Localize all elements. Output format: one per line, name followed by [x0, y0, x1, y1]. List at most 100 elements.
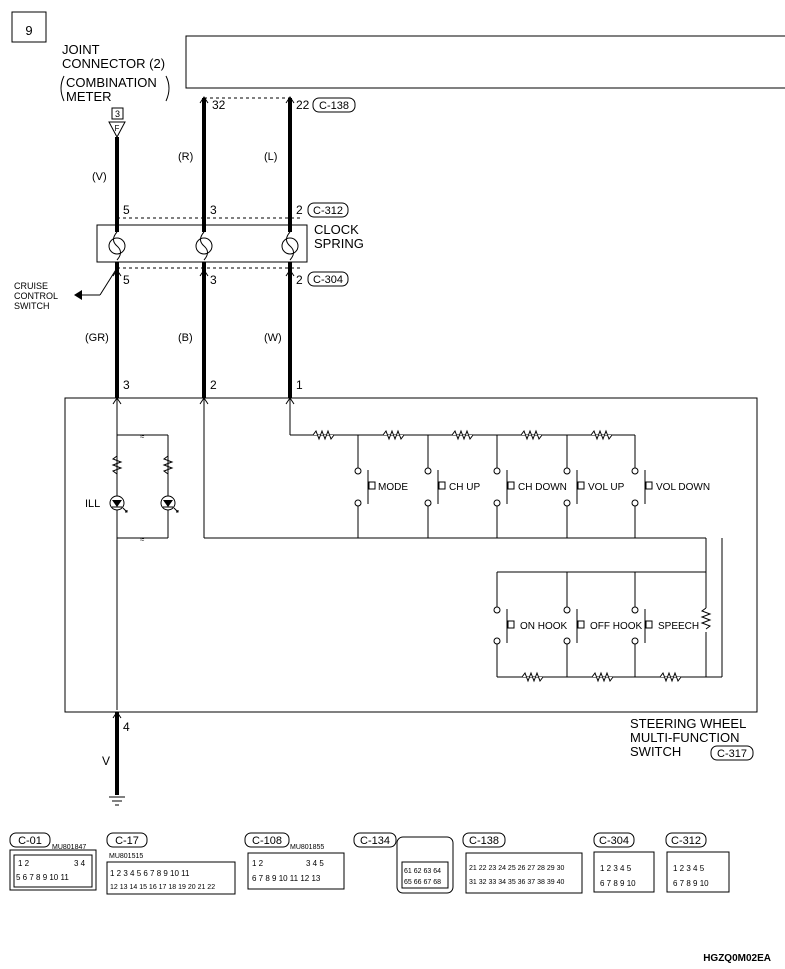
combination-meter-box — [185, 35, 785, 89]
r-speech — [700, 607, 712, 630]
steering-switch-box — [64, 397, 758, 713]
switch-mode: MODE — [378, 482, 408, 493]
c317-label: C-317 — [717, 748, 747, 760]
label-cruise: CRUISE — [14, 281, 48, 291]
ill-led-2-diode — [163, 500, 173, 507]
legend-c138-tag — [462, 832, 506, 848]
paren-right — [165, 75, 170, 102]
r-speech-rail — [659, 671, 682, 683]
legend-c01-row1a: 1 2 — [18, 859, 30, 868]
legend-c312-row2: 6 7 8 9 10 — [673, 879, 709, 888]
wire-color-v-bottom: V — [102, 754, 110, 768]
c138-label: C-138 — [319, 100, 349, 112]
switch-on-hook: ON HOOK — [520, 621, 568, 632]
legend-c17-row1: 1 2 3 4 5 6 7 8 9 10 11 — [110, 869, 190, 878]
c304-label: C-304 — [313, 274, 343, 286]
legend-c01-tag — [9, 832, 51, 848]
legend-c134-body — [396, 836, 454, 894]
sw-pin-4: 4 — [123, 720, 130, 734]
onhook-contact-bot — [493, 637, 501, 645]
arrow-r-top — [199, 96, 209, 104]
spring-coil-2 — [281, 237, 299, 255]
legend-c17-row2: 12 13 14 15 16 17 18 19 20 21 22 — [110, 884, 215, 891]
label-ill: ILL — [85, 498, 100, 510]
sw-pin-1: 1 — [296, 378, 303, 392]
spring-coil-3 — [195, 237, 213, 255]
offhook-contact-bot — [563, 637, 571, 645]
wire-color-r: (R) — [178, 151, 193, 163]
legend-c108-row1a: 1 2 — [252, 859, 264, 868]
legend-c134-row2: 65 66 67 68 — [404, 879, 441, 886]
legend-c312-name: C-312 — [671, 835, 701, 847]
speech-contact-top — [631, 606, 639, 614]
chdown-contact-top — [493, 467, 501, 475]
c317-tag — [710, 745, 754, 761]
legend-c17-tag — [106, 832, 148, 848]
legend-c134-row1: 61 62 63 64 — [404, 868, 441, 875]
legend-c108-body — [247, 852, 345, 890]
legend-c304-row2: 6 7 8 9 10 — [600, 879, 636, 888]
legend-c17-part: MU801515 — [109, 853, 143, 860]
switch-columns — [354, 435, 646, 538]
ill-led-1-rays — [122, 507, 128, 513]
arrow-w-top — [285, 269, 295, 277]
switch-off-hook: OFF HOOK — [590, 621, 643, 632]
arrow-b-top — [199, 269, 209, 277]
onhook-key-box — [507, 620, 515, 629]
legend-c01-name: C-01 — [18, 835, 42, 847]
legend-c134-face — [401, 861, 449, 889]
legend-c01-body — [9, 849, 97, 891]
ground-icon — [109, 796, 125, 806]
paren-left — [60, 75, 65, 102]
chup-key-box — [438, 481, 446, 490]
connector-f-triangle — [108, 121, 126, 139]
legend-c108-part: MU801855 — [290, 844, 324, 851]
r-offhook — [591, 671, 614, 683]
arrow-gr-top — [112, 269, 122, 277]
legend-c304-row1: 1 2 3 4 5 — [600, 864, 632, 873]
cs-top-3: 3 — [210, 203, 217, 217]
ladder1-resistors — [312, 429, 613, 441]
r-mode-chup — [382, 429, 405, 441]
switch-vol-down: VOL DOWN — [656, 482, 710, 493]
spring-coil-5 — [108, 237, 126, 255]
spring-wire-2 — [286, 231, 294, 261]
legend-c138-row2: 31 32 33 34 35 36 37 38 39 40 — [469, 879, 564, 886]
chdown-key-box — [507, 481, 515, 490]
volup-key-box — [577, 481, 585, 490]
pin-box-3 — [111, 107, 124, 120]
sw-pin-3: 3 — [123, 378, 130, 392]
pin-22: 22 — [296, 98, 310, 112]
chdown-contact-bot — [493, 499, 501, 507]
label-connector-2: CONNECTOR (2) — [62, 56, 165, 71]
voldown-contact-bot — [631, 499, 639, 507]
mode-contact-top — [354, 467, 362, 475]
diagram-code: HGZQ0M02EA — [703, 953, 771, 964]
legend-c138-row1: 21 22 23 24 25 26 27 28 29 30 — [469, 865, 564, 872]
onhook-contact-top — [493, 606, 501, 614]
label-switch: SWITCH — [14, 301, 50, 311]
ill-resistor-1 — [111, 455, 123, 475]
spring-wire-5 — [113, 231, 121, 261]
pin-32: 32 — [212, 98, 226, 112]
ill-led-2-rays — [173, 507, 179, 513]
legend-c108-row2: 6 7 8 9 10 11 12 13 — [252, 874, 321, 883]
cruise-branch-line — [99, 267, 118, 296]
ill-resistor-2 — [162, 455, 174, 475]
cs-bot-3: 3 — [210, 273, 217, 287]
offhook-key-box — [577, 620, 585, 629]
c138-tag — [312, 97, 356, 113]
legend-c304-tag — [593, 832, 635, 848]
ladder2-resistors — [521, 671, 682, 683]
pin-3-label: 3 — [115, 109, 120, 119]
legend-c138-name: C-138 — [469, 835, 499, 847]
pin-f-label: F — [115, 124, 120, 133]
r-chdown-volup — [520, 429, 543, 441]
ill-led-1-diode — [112, 500, 122, 507]
switch-speech: SPEECH — [658, 621, 699, 632]
legend-c01-row2: 5 6 7 8 9 10 11 — [16, 873, 69, 882]
mode-key-box — [368, 481, 376, 490]
wire-color-b: (B) — [178, 332, 193, 344]
legend-c01-face — [13, 854, 93, 888]
